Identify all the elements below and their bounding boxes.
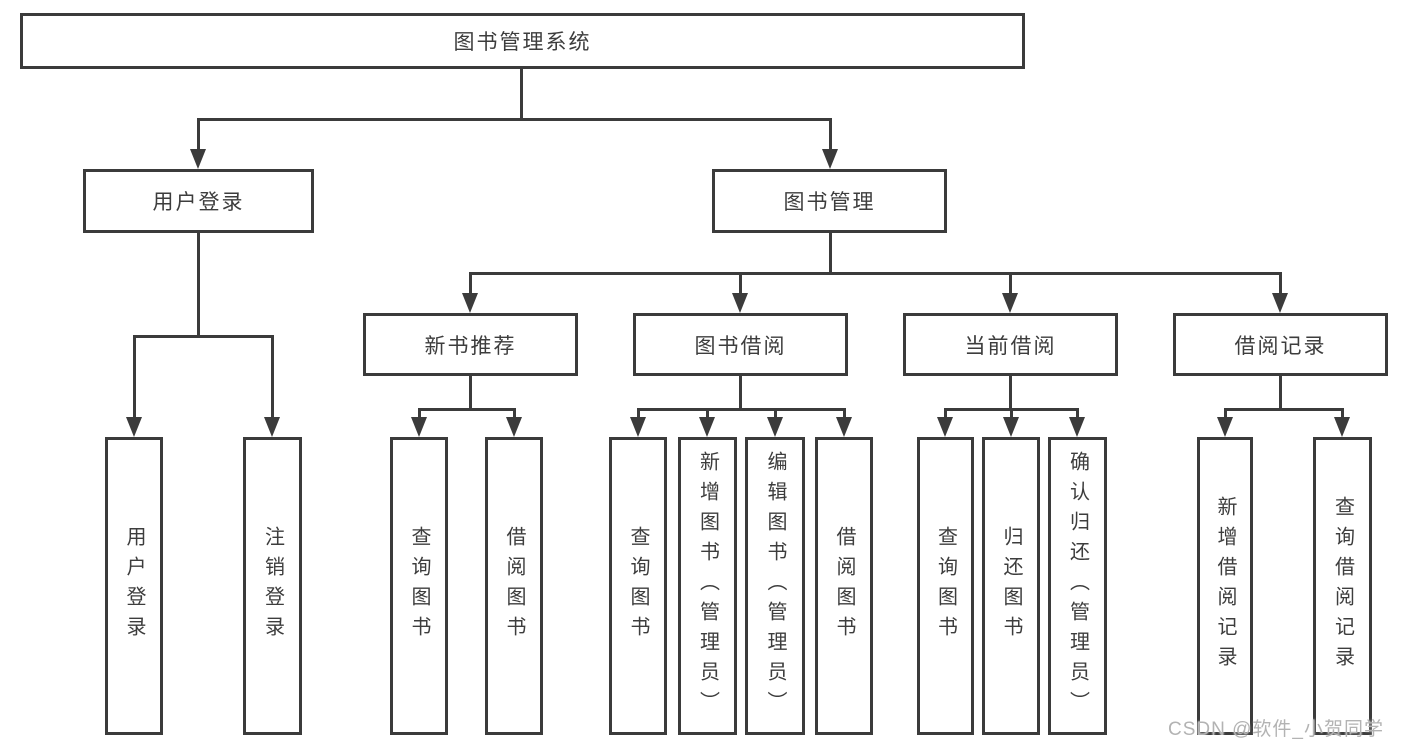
arrowhead-down-icon: [462, 293, 478, 313]
arrowhead-down-icon: [1272, 293, 1288, 313]
connector-line: [706, 408, 709, 420]
leaf-return-books-label: 归还图书: [1000, 526, 1022, 646]
leaf-query-books-current-label: 查询图书: [934, 526, 957, 646]
connector-line: [520, 69, 523, 118]
node-borrowing-records: 借阅记录: [1173, 313, 1388, 376]
connector-line: [1341, 408, 1344, 420]
arrowhead-down-icon: [822, 149, 838, 169]
arrowhead-down-icon: [506, 417, 522, 437]
leaf-query-books-recommend: 查询图书: [390, 437, 448, 735]
arrowhead-down-icon: [767, 417, 783, 437]
leaf-query-borrow-record: 查询借阅记录: [1313, 437, 1372, 735]
leaf-logout: 注销登录: [243, 437, 302, 735]
arrowhead-down-icon: [1334, 417, 1350, 437]
connector-line: [944, 408, 947, 420]
leaf-borrow-books-recommend-label: 借阅图书: [503, 526, 525, 646]
node-book-management: 图书管理: [712, 169, 947, 233]
node-user-login: 用户登录: [83, 169, 314, 233]
arrowhead-down-icon: [937, 417, 953, 437]
leaf-user-login-label: 用户登录: [123, 526, 145, 646]
connector-line: [637, 408, 640, 420]
connector-line: [197, 118, 831, 121]
leaf-query-books-borrowing: 查询图书: [609, 437, 667, 735]
node-new-book-recommendation: 新书推荐: [363, 313, 578, 376]
connector-line: [133, 335, 136, 419]
arrowhead-down-icon: [1002, 293, 1018, 313]
leaf-edit-books-admin-label: 编辑图书（管理员）: [764, 451, 786, 721]
leaf-confirm-return-admin: 确认归还（管理员）: [1048, 437, 1107, 735]
arrowhead-down-icon: [264, 417, 280, 437]
leaf-add-books-admin: 新增图书（管理员）: [678, 437, 737, 735]
arrowhead-down-icon: [1217, 417, 1233, 437]
connector-line: [1224, 408, 1227, 420]
leaf-query-books-current: 查询图书: [917, 437, 974, 735]
leaf-confirm-return-admin-label: 确认归还（管理员）: [1066, 451, 1089, 721]
leaf-logout-label: 注销登录: [261, 526, 284, 646]
connector-line: [739, 376, 742, 408]
arrowhead-down-icon: [190, 149, 206, 169]
connector-line: [1010, 408, 1013, 420]
connector-line: [637, 408, 845, 411]
node-library-system-label: 图书管理系统: [453, 31, 592, 54]
connector-line: [1279, 272, 1282, 296]
connector-line: [197, 118, 200, 152]
node-current-borrowing-label: 当前借阅: [964, 334, 1057, 358]
leaf-borrow-books-borrowing: 借阅图书: [815, 437, 873, 735]
node-library-system: 图书管理系统: [20, 13, 1025, 69]
leaf-add-books-admin-label: 新增图书（管理员）: [696, 451, 719, 721]
connector-line: [1009, 272, 1012, 296]
connector-line: [829, 233, 832, 272]
node-book-borrowing-label: 图书借阅: [694, 334, 787, 358]
leaf-return-books: 归还图书: [982, 437, 1040, 735]
node-user-login-label: 用户登录: [152, 191, 245, 214]
connector-line: [829, 118, 832, 152]
connector-line: [133, 335, 274, 338]
leaf-add-borrow-record: 新增借阅记录: [1197, 437, 1253, 735]
connector-line: [774, 408, 777, 420]
connector-line: [843, 408, 846, 420]
connector-line: [1224, 408, 1344, 411]
connector-line: [197, 233, 200, 335]
arrowhead-down-icon: [732, 293, 748, 313]
leaf-edit-books-admin: 编辑图书（管理员）: [745, 437, 805, 735]
connector-line: [739, 272, 742, 296]
leaf-query-borrow-record-label: 查询借阅记录: [1331, 496, 1354, 676]
arrowhead-down-icon: [411, 417, 427, 437]
node-book-borrowing: 图书借阅: [633, 313, 848, 376]
watermark: CSDN @软件_小贺同学: [1168, 719, 1384, 740]
connector-line: [469, 272, 472, 296]
connector-line: [1279, 376, 1282, 408]
connector-line: [271, 335, 274, 419]
leaf-borrow-books-borrowing-label: 借阅图书: [833, 526, 855, 646]
node-new-book-recommendation-label: 新书推荐: [424, 334, 517, 358]
connector-line: [418, 408, 421, 420]
arrowhead-down-icon: [1003, 417, 1019, 437]
arrowhead-down-icon: [1069, 417, 1085, 437]
arrowhead-down-icon: [836, 417, 852, 437]
connector-line: [513, 408, 516, 420]
connector-line: [1009, 376, 1012, 408]
leaf-add-borrow-record-label: 新增借阅记录: [1214, 496, 1236, 676]
leaf-user-login: 用户登录: [105, 437, 163, 735]
connector-line: [1076, 408, 1079, 420]
connector-line: [418, 408, 515, 411]
node-book-management-label: 图书管理: [783, 191, 876, 214]
connector-line: [469, 272, 1282, 275]
arrowhead-down-icon: [126, 417, 142, 437]
arrowhead-down-icon: [630, 417, 646, 437]
connector-line: [469, 376, 472, 408]
arrowhead-down-icon: [699, 417, 715, 437]
leaf-query-books-recommend-label: 查询图书: [408, 526, 430, 646]
node-borrowing-records-label: 借阅记录: [1234, 334, 1327, 358]
node-current-borrowing: 当前借阅: [903, 313, 1118, 376]
leaf-query-books-borrowing-label: 查询图书: [627, 526, 649, 646]
leaf-borrow-books-recommend: 借阅图书: [485, 437, 543, 735]
